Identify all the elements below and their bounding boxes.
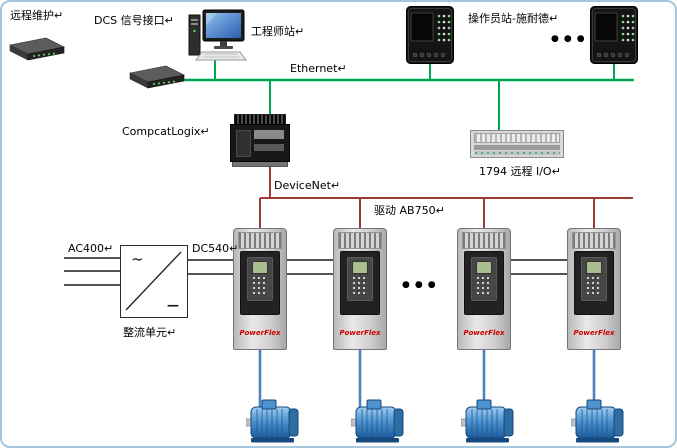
drive-brand-label: PowerFlex <box>573 329 615 337</box>
dc-symbol: — <box>167 298 179 312</box>
rectifier-diagonal <box>125 251 182 311</box>
plc-body <box>230 124 290 162</box>
rectifier-unit: ~ — <box>120 245 188 318</box>
drive-vents <box>462 232 506 249</box>
engineer-workstation-icon <box>188 9 247 61</box>
ac-symbol: ~ <box>131 250 144 268</box>
drive-keypad <box>476 276 492 294</box>
drive-lcd <box>586 261 602 274</box>
vfd-drive-3: PowerFlex <box>457 228 511 350</box>
drive-brand-label: PowerFlex <box>339 329 381 337</box>
label-drive-ab750: 驱动 AB750↵ <box>374 204 445 217</box>
drive-front-panel <box>464 251 504 315</box>
remote-io-module-icon <box>470 130 564 158</box>
drive-front-panel <box>240 251 280 315</box>
motor-2-icon <box>351 399 404 444</box>
drive-lcd <box>352 261 368 274</box>
label-ethernet: Ethernet↵ <box>290 62 347 75</box>
motor-cables <box>258 350 596 410</box>
drive-vents <box>238 232 282 249</box>
drive-brand-label: PowerFlex <box>239 329 281 337</box>
drive-vents <box>572 232 616 249</box>
plc-status-window <box>254 130 284 139</box>
drive-keypad <box>586 276 602 294</box>
operator-panel-1-icon <box>406 6 454 64</box>
vfd-drive-4: PowerFlex <box>567 228 621 350</box>
drive-keypad <box>352 276 368 294</box>
label-dc540: DC540↵ <box>192 242 239 255</box>
io-terminal-row <box>474 133 560 143</box>
drive-lcd <box>252 261 268 274</box>
dc-bus-lines <box>188 259 568 275</box>
drive-vents <box>338 232 382 249</box>
dcs-interface-switch-icon <box>129 65 185 89</box>
drive-display <box>471 257 497 301</box>
vfd-drive-1: PowerFlex <box>233 228 287 350</box>
plc-power-module <box>236 130 251 157</box>
plc-port-strip <box>254 144 284 151</box>
label-compactlogix: CompcatLogix↵ <box>122 125 210 138</box>
motor-1-icon <box>246 399 299 444</box>
ellipsis-operator-panels: ●●● <box>551 34 590 44</box>
vfd-drive-2: PowerFlex <box>333 228 387 350</box>
motor-4-icon <box>571 399 624 444</box>
label-ac400: AC400↵ <box>68 242 114 255</box>
label-rectifier-unit: 整流单元↵ <box>123 326 177 339</box>
motor-3-icon <box>461 399 514 444</box>
label-dcs-interface: DCS 信号接口↵ <box>94 14 174 27</box>
drive-lcd <box>476 261 492 274</box>
label-engineer-station: 工程师站↵ <box>251 25 305 38</box>
io-led-row <box>474 151 560 155</box>
ac-input-lines <box>64 257 120 286</box>
label-remote-io: 1794 远程 I/O↵ <box>479 165 561 178</box>
drive-display <box>247 257 273 301</box>
compactlogix-plc-icon <box>230 114 290 167</box>
operator-panel-2-icon <box>590 6 638 64</box>
drive-keypad <box>252 276 268 294</box>
ellipsis-drives: ●●● <box>402 280 441 290</box>
io-rail <box>474 145 560 150</box>
label-operator-station: 操作员站-施耐德↵ <box>468 12 559 25</box>
label-remote-maintenance: 远程维护↵ <box>10 9 64 22</box>
plc-base-plate <box>232 162 288 167</box>
drive-front-panel <box>574 251 614 315</box>
drive-front-panel <box>340 251 380 315</box>
label-devicenet: DeviceNet↵ <box>274 179 341 192</box>
drive-brand-label: PowerFlex <box>463 329 505 337</box>
drive-display <box>347 257 373 301</box>
drive-display <box>581 257 607 301</box>
remote-maintenance-switch-icon <box>9 37 65 61</box>
plc-heatsink-fins <box>234 114 286 124</box>
